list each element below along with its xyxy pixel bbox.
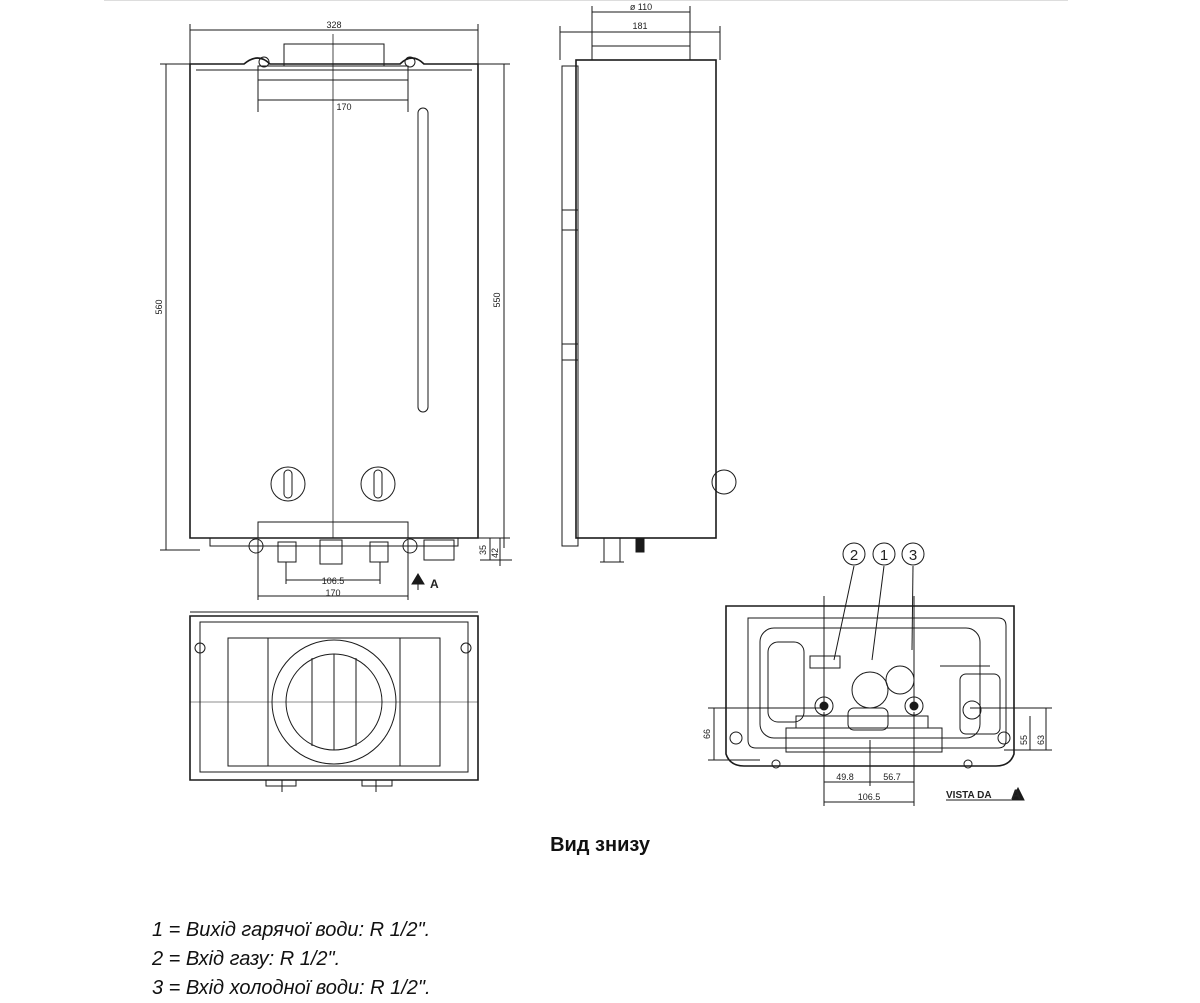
callout-3: 3 (909, 547, 917, 564)
dim-bottom-outer: 170 (325, 588, 340, 598)
dim-bv-66: 66 (702, 729, 712, 739)
top-view (189, 611, 479, 792)
vista-da-label: VISTA DA (946, 790, 992, 801)
dim-width-top: 328 (326, 20, 341, 30)
dim-bv-106-5: 106.5 (858, 792, 881, 802)
dim-bv-56-7: 56.7 (883, 772, 901, 782)
dim-top-inner: 170 (336, 102, 351, 112)
side-view (559, 6, 737, 563)
dim-bv-49-8: 49.8 (836, 772, 854, 782)
bottom-view-caption: Вид знизу (550, 834, 650, 856)
dim-height-right: 550 (492, 292, 502, 307)
dim-42: 42 (490, 548, 500, 558)
legend-item-3: 3 = Вхід холодної води: R 1/2". (152, 977, 431, 999)
front-view (104, 0, 1068, 600)
legend-item-1: 1 = Вихід гарячої води: R 1/2". (152, 919, 431, 941)
dim-bv-55: 55 (1019, 735, 1029, 745)
dim-side-depth: 181 (632, 21, 647, 31)
callout-2: 2 (850, 547, 858, 564)
dim-bottom-inner: 106.5 (322, 576, 345, 586)
view-a-marker: A (430, 577, 439, 591)
dim-height-left: 560 (154, 299, 164, 314)
callout-1: 1 (880, 547, 888, 564)
dim-flue-diameter: ø 110 (630, 2, 652, 12)
bottom-view (708, 542, 1052, 806)
vista-da-letter: A (1011, 786, 1021, 802)
dim-35: 35 (478, 545, 488, 555)
connection-legend: 1 = Вихід гарячої води: R 1/2". 2 = Вхід… (152, 916, 431, 1003)
legend-item-2: 2 = Вхід газу: R 1/2". (152, 948, 341, 970)
dim-bv-63: 63 (1036, 735, 1046, 745)
